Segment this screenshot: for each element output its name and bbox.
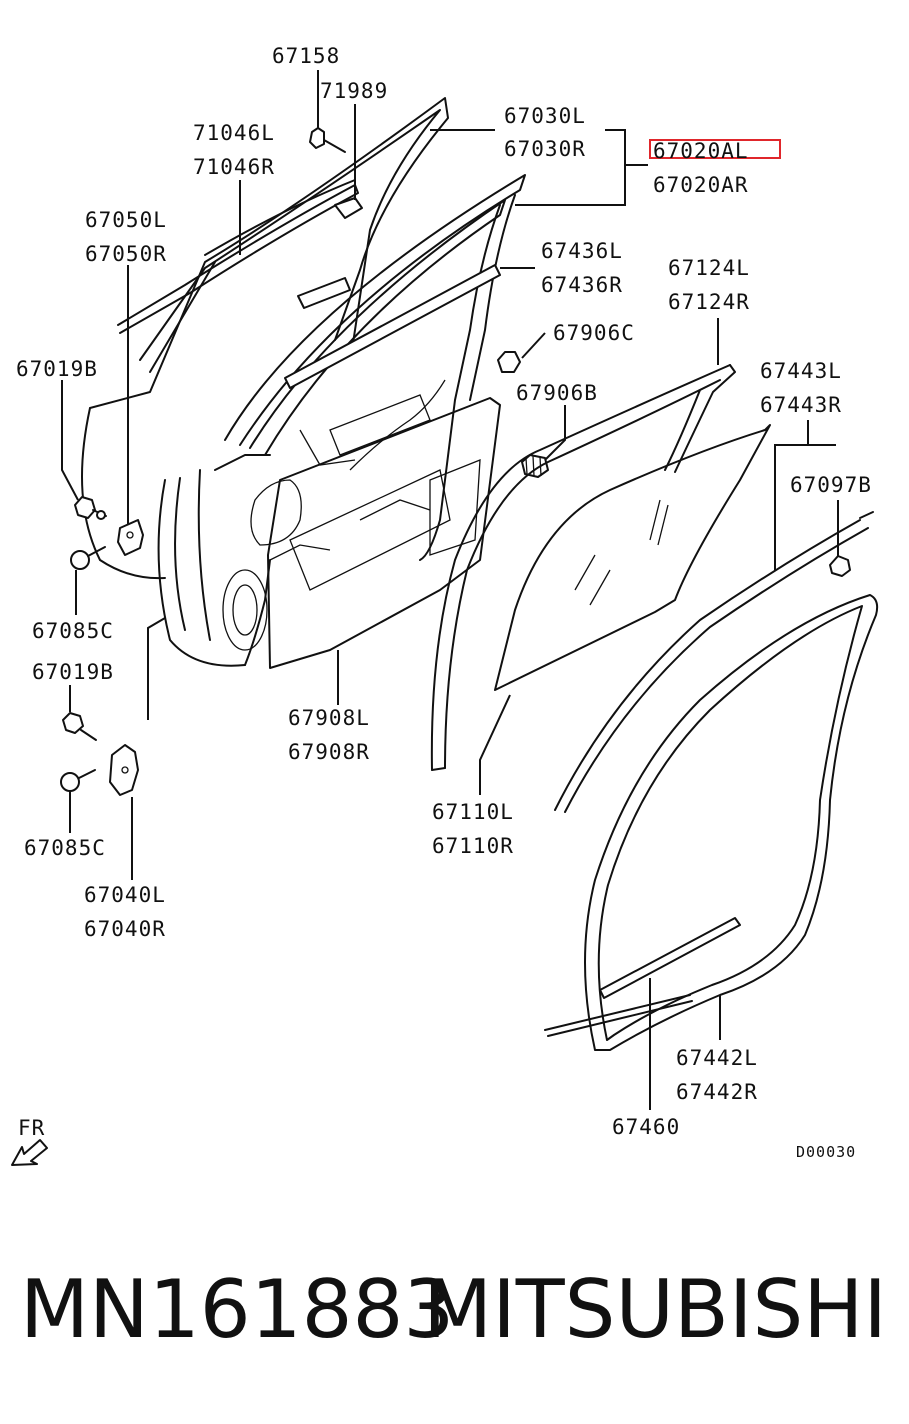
bolt-67019b-lower [62, 712, 97, 741]
label-67124l: 67124L [668, 256, 750, 280]
label-67460: 67460 [612, 1115, 680, 1139]
door-weatherstrip [544, 594, 879, 1051]
label-67085c-lower: 67085C [24, 836, 106, 860]
label-67908r: 67908R [288, 740, 370, 764]
bolt-67085c-upper [70, 546, 106, 570]
label-67443l: 67443L [760, 359, 842, 383]
label-67442r: 67442R [676, 1080, 758, 1104]
label-67085c-upper: 67085C [32, 619, 114, 643]
label-67442l: 67442L [676, 1046, 758, 1070]
label-67443r: 67443R [760, 393, 842, 417]
clip-67097b [829, 555, 851, 577]
weatherstrip-67460 [599, 917, 741, 999]
part-labels: 67158 71989 71046L 71046R 67030L 67030R … [16, 44, 872, 1139]
label-67158: 67158 [272, 44, 340, 68]
label-67436r: 67436R [541, 273, 623, 297]
label-67019b-upper: 67019B [16, 357, 98, 381]
label-67124r: 67124R [668, 290, 750, 314]
label-67436l: 67436L [541, 239, 623, 263]
label-67040l: 67040L [84, 883, 166, 907]
brand-name: MITSUBISHI [423, 1263, 887, 1356]
label-67906c: 67906C [553, 321, 635, 345]
label-67020ar: 67020AR [653, 173, 749, 197]
label-71989: 71989 [320, 79, 388, 103]
bolt-67085c-lower [60, 769, 96, 792]
label-67030l: 67030L [504, 104, 586, 128]
label-67110r: 67110R [432, 834, 514, 858]
fr-label: FR [18, 1116, 45, 1140]
bolt-67019b-upper [74, 496, 107, 520]
part-number: MN161883 [20, 1263, 455, 1356]
leader-lines [61, 70, 839, 1110]
label-67030r: 67030R [504, 137, 586, 161]
arrow-icon [11, 1139, 48, 1166]
label-67040r: 67040R [84, 917, 166, 941]
highlight-box [649, 139, 781, 159]
front-direction-indicator: FR [11, 1116, 48, 1166]
label-71046r: 71046R [193, 155, 275, 179]
hinge-lower [109, 744, 139, 796]
door-trim-panel [267, 397, 501, 669]
glass-run-channel [430, 364, 736, 771]
label-67020al: 67020AL [653, 139, 749, 163]
label-67050l: 67050L [85, 208, 167, 232]
door-parts-diagram: 67158 71989 71046L 71046R 67030L 67030R … [11, 44, 879, 1166]
label-67019b-lower: 67019B [32, 660, 114, 684]
label-67908l: 67908L [288, 706, 370, 730]
label-67050r: 67050R [85, 242, 167, 266]
caption-bar: MN161883 MITSUBISHI [0, 1270, 909, 1380]
door-panel-assembly [81, 97, 526, 667]
label-71046l: 71046L [193, 121, 275, 145]
bolt-67158 [309, 127, 346, 153]
clip-67906c [497, 351, 521, 373]
door-glass [494, 424, 771, 691]
label-67097b: 67097B [790, 473, 872, 497]
inner-belt-molding [284, 264, 501, 389]
drawing-code: D00030 [796, 1143, 856, 1161]
opening-weatherstrip [554, 511, 874, 813]
hinge-upper [117, 519, 144, 556]
label-67110l: 67110L [432, 800, 514, 824]
bracket-71989 [334, 197, 363, 219]
label-67906b: 67906B [516, 381, 598, 405]
